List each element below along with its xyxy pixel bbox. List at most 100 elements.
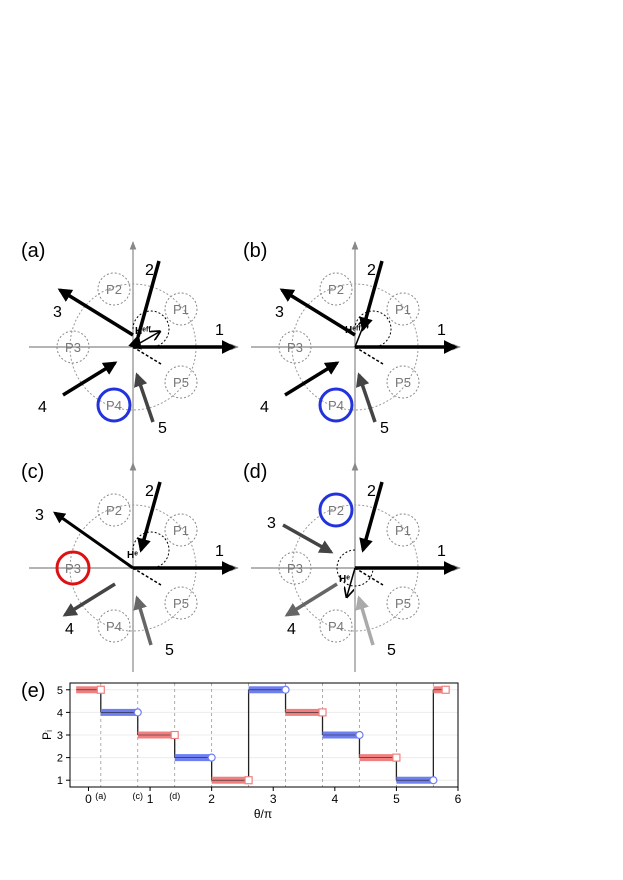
field-indicator: Hᵉ [127,531,170,586]
svg-text:P2: P2 [328,282,344,297]
field-label: Hᵉᶠᶠ [135,326,151,337]
svg-text:P1: P1 [395,523,411,538]
chart-y-tick-label: 1 [57,775,63,787]
svg-text:P3: P3 [287,561,303,576]
panel-label: (c) [21,461,44,483]
svg-text:P1: P1 [173,302,189,317]
chart-marker-label: (d) [169,791,180,801]
svg-text:3: 3 [35,507,44,524]
panel-d: (d) P1 P2 P3 P4 P5 1 2 3 4 5 [243,461,461,672]
svg-text:P3: P3 [287,340,303,355]
panel-c: (c) P1 P2 P3 P4 P5 1 2 3 4 5 [21,461,239,672]
chart-x-tick-label: 4 [331,792,338,806]
chart-x-tick-label: 5 [393,792,400,806]
chart-x-ticks: 0 1 2 3 4 5 6 [85,787,462,806]
moment-arrows: 1 2 3 4 5 [35,481,236,659]
svg-text:1: 1 [437,322,446,339]
svg-text:4: 4 [260,399,269,416]
svg-text:4: 4 [287,621,296,638]
svg-text:P4: P4 [328,398,344,413]
svg-text:3: 3 [53,304,62,321]
moment-arrows: 1 2 3 4 5 [38,260,236,437]
svg-text:P4: P4 [328,619,344,634]
field-indicator: Hᵉᶠᶠ [345,310,392,365]
svg-text:2: 2 [145,483,154,500]
svg-text:P3: P3 [65,340,81,355]
svg-text:1: 1 [215,543,224,560]
chart-x-tick-label: 2 [208,792,215,806]
chart-x-axis-label: θ/π [254,807,272,821]
field-indicator: Hᵉᶠᶠ [132,310,170,365]
svg-text:4: 4 [38,399,47,416]
svg-text:P4: P4 [106,398,122,413]
highlight-ring [318,492,354,528]
chart-end-marker [133,708,142,717]
chart-step-line [100,689,435,781]
svg-text:P4: P4 [106,619,122,634]
chart-y-tick-label: 3 [57,730,63,742]
chart-end-marker [207,753,216,762]
svg-text:P5: P5 [173,596,189,611]
svg-text:P2: P2 [328,503,344,518]
chart-end-marker [355,730,364,740]
chart-end-marker [281,685,290,694]
svg-text:P1: P1 [173,523,189,538]
panel-label: (b) [243,240,267,262]
chart-marker-label: (c) [132,791,143,801]
field-label: Hᵉ [339,574,350,585]
chart-x-tick-label: 1 [147,792,154,806]
panel-label: (a) [21,240,45,262]
chart-markers: (a) (c) (d) [95,791,180,801]
field-label: Hᵉ [127,550,138,561]
svg-text:P5: P5 [395,375,411,390]
svg-text:5: 5 [387,642,396,659]
chart-end-marker [392,753,401,762]
highlight-ring [55,550,91,586]
highlight-ring [318,387,354,423]
chart-end-marker [170,730,179,740]
chart-end-marker [429,776,438,785]
chart-end-marker [96,685,105,694]
chart-y-tick-label: 5 [57,685,63,697]
svg-text:P5: P5 [173,375,189,390]
chart-x-tick-label: 3 [270,792,277,806]
chart-y-axis-label: Pᵢ [40,730,54,740]
position-markers: P1 P2 P3 P4 P5 [278,272,420,422]
chart-panel-label: (e) [21,680,45,702]
chart-end-marker [441,685,450,694]
svg-text:2: 2 [367,262,376,279]
panel-a: (a) P1 P2 P3 P4 P5 1 2 3 4 5 [21,240,239,469]
field-label: Hᵉᶠᶠ [345,325,361,336]
chart-panel-e: (e) 0 1 2 3 4 5 6 1 2 3 4 5 (a) (c) (d) θ/π Pᵢ [21,680,462,821]
svg-text:P3: P3 [65,561,81,576]
svg-text:P2: P2 [106,503,122,518]
chart-end-marker [318,708,327,717]
svg-text:1: 1 [437,543,446,560]
field-indicator: Hᵉ [336,549,384,596]
svg-text:P1: P1 [395,302,411,317]
chart-x-tick-label: 6 [455,792,462,806]
panel-label: (d) [243,461,267,483]
chart-y-tick-label: 4 [57,707,63,719]
svg-text:1: 1 [215,322,224,339]
svg-text:3: 3 [275,304,284,321]
chart-marker-label: (a) [95,791,106,801]
svg-text:3: 3 [267,515,276,532]
chart-segments [76,685,450,785]
chart-gridlines [70,689,458,781]
svg-text:4: 4 [65,621,74,638]
svg-text:5: 5 [380,420,389,437]
moment-arrows: 1 2 3 4 5 [267,481,458,659]
highlight-ring [96,387,132,423]
position-markers: P1 P2 P3 P4 P5 [56,272,198,422]
position-markers: P1 P2 P3 P4 P5 [278,493,420,643]
svg-text:P2: P2 [106,282,122,297]
panel-b: (b) P1 P2 P3 P4 P5 1 2 3 4 5 [243,240,461,469]
svg-text:5: 5 [158,420,167,437]
svg-text:5: 5 [165,642,174,659]
svg-text:2: 2 [367,483,376,500]
chart-x-tick-label: 0 [85,792,92,806]
chart-end-marker [244,776,253,785]
